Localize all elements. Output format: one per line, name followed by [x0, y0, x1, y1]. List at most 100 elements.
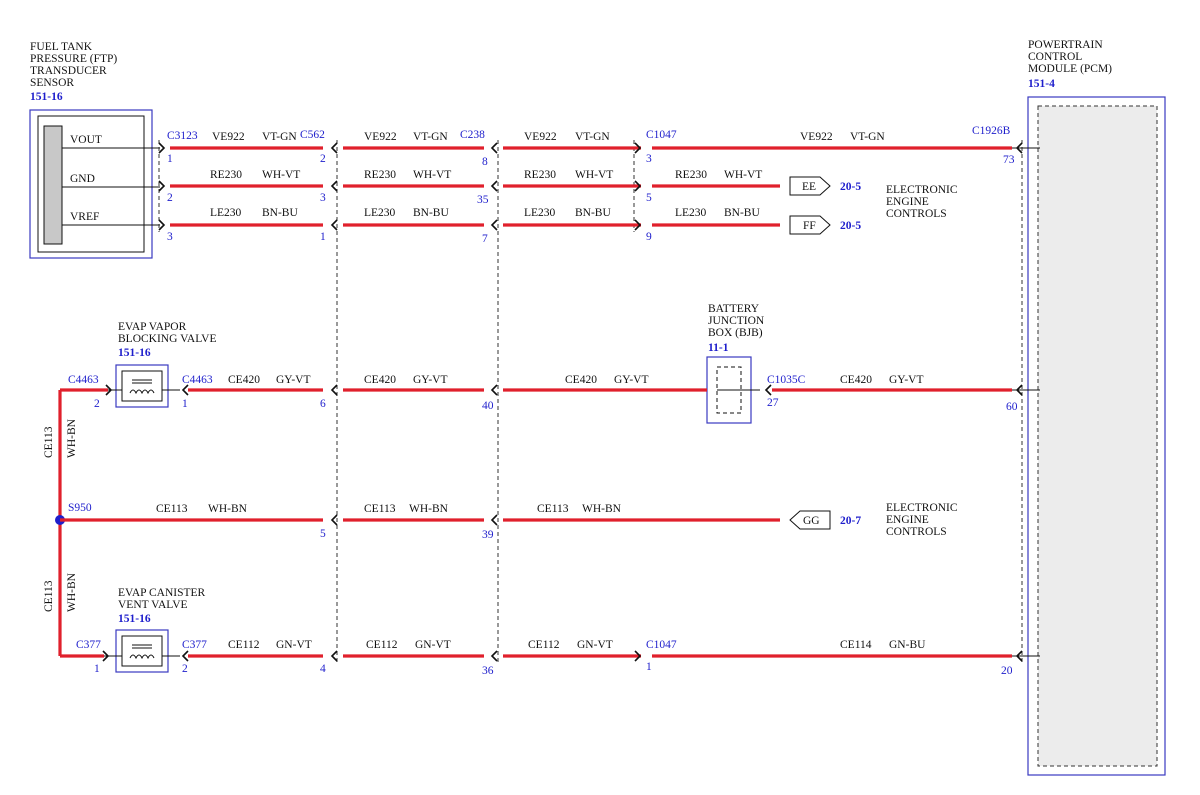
wire-circuit: CE112: [228, 639, 260, 651]
ftp-sensor-name-2: PRESSURE (FTP): [30, 53, 117, 65]
eec-mid-line-2: ENGINE: [886, 514, 929, 526]
connector-c1047-bottom: C1047: [646, 639, 677, 651]
wire-color: WH-BN: [409, 503, 449, 515]
wire-color: WH-BN: [66, 418, 78, 458]
terminal-chevron-icon: [490, 219, 498, 231]
offpage-ee[interactable]: EE 20-5: [789, 176, 861, 196]
connector-c238: C238: [460, 129, 485, 141]
pin-number: 1: [182, 398, 188, 410]
wire-color: WH-BN: [582, 503, 622, 515]
ftp-sensor-inner-box: [37, 115, 145, 253]
bjb-name-3: BOX (BJB): [708, 327, 763, 339]
ftp-sensor-element: [43, 125, 63, 245]
pin-number: 6: [320, 398, 326, 410]
terminal-chevron-icon: [490, 384, 498, 396]
wire-row-2[interactable]: RE230 WH-VT RE230 WH-VT RE230 WH-VT RE23…: [167, 169, 780, 206]
wire-color: VT-GN: [850, 131, 885, 143]
bjb-name-2: JUNCTION: [708, 315, 765, 327]
evap-block-name-1: EVAP VAPOR: [118, 321, 187, 333]
pin-number: 35: [477, 194, 489, 206]
connector-c3123: C3123: [167, 130, 198, 142]
pin-number: 3: [167, 231, 173, 243]
eec-top-line-2: ENGINE: [886, 196, 929, 208]
wire-color: GN-VT: [577, 639, 613, 651]
ftp-sensor-name-1: FUEL TANK: [30, 41, 93, 53]
wire-circuit: CE420: [364, 374, 396, 386]
terminal-chevron-icon: [158, 219, 166, 231]
terminal-chevron-icon: [330, 219, 338, 231]
wire-circuit: LE230: [524, 207, 556, 219]
terminal-chevron-icon: [181, 650, 189, 662]
terminal-chevron-icon: [158, 180, 166, 192]
wire-circuit: VE922: [800, 131, 833, 143]
wire-row-1[interactable]: C3123 C562 C238 C1047 C1926B VE922 VT-GN…: [167, 125, 1040, 168]
ftp-sensor[interactable]: FUEL TANK PRESSURE (FTP) TRANSDUCER SENS…: [29, 41, 160, 259]
wire-color: VT-GN: [575, 131, 610, 143]
evap-vent-name-1: EVAP CANISTER: [118, 587, 206, 599]
offpage-gg[interactable]: GG 20-7: [789, 510, 861, 530]
solenoid-coil-icon: [129, 379, 155, 395]
terminal-chevron-icon: [490, 650, 498, 662]
pin-number: 20: [1001, 665, 1013, 677]
pin-number: 2: [182, 663, 188, 675]
wire-row-6[interactable]: C377 C377 C1047 CE112 GN-VT CE112 GN-VT …: [60, 639, 1040, 677]
offpage-ref: 20-5: [840, 220, 861, 232]
connector-c4463-left: C4463: [68, 374, 99, 386]
evap-block-name-2: BLOCKING VALVE: [118, 333, 217, 345]
terminal-chevron-icon: [490, 514, 498, 526]
wire-circuit: CE112: [366, 639, 398, 651]
offpage-ff[interactable]: FF 20-5: [789, 215, 861, 235]
wire-color: WH-VT: [724, 169, 762, 181]
wire-circuit: RE230: [675, 169, 707, 181]
battery-junction-box[interactable]: BATTERY JUNCTION BOX (BJB) 11-1: [706, 303, 765, 424]
wire-color: BN-BU: [575, 207, 611, 219]
terminal-chevron-icon: [1015, 650, 1023, 662]
wire-circuit: CE113: [364, 503, 396, 515]
wire-circuit: LE230: [364, 207, 396, 219]
wire-color: GY-VT: [276, 374, 311, 386]
wire-circuit: LE230: [675, 207, 707, 219]
pcm-module[interactable]: POWERTRAIN CONTROL MODULE (PCM) 151-4: [1027, 39, 1166, 776]
terminal-chevron-icon: [490, 142, 498, 154]
terminal-chevron-icon: [764, 384, 772, 396]
pin-number: 9: [646, 231, 652, 243]
pin-number: 40: [482, 400, 494, 412]
wire-color: GY-VT: [413, 374, 448, 386]
wire-color: WH-VT: [413, 169, 451, 181]
wire-circuit: RE230: [524, 169, 556, 181]
wire-row-5[interactable]: CE113 WH-BN CE113 WH-BN CE113 WH-BN 5 39: [60, 503, 780, 541]
wire-color: VT-GN: [413, 131, 448, 143]
connector-c377-right: C377: [182, 639, 207, 651]
wire-row-3[interactable]: LE230 BN-BU LE230 BN-BU LE230 BN-BU LE23…: [167, 207, 780, 245]
pin-number: 36: [482, 665, 494, 677]
terminal-chevron-icon: [1015, 142, 1023, 154]
pin-label-vref: VREF: [70, 211, 99, 223]
wire-circuit: RE230: [210, 169, 242, 181]
wire-color: GN-VT: [415, 639, 451, 651]
connector-c4463-right: C4463: [182, 374, 213, 386]
pcm-inner-box: [1037, 105, 1158, 767]
eec-label-mid: ELECTRONIC ENGINE CONTROLS: [886, 502, 958, 538]
pin-number: 4: [320, 663, 326, 675]
wire-color: GN-VT: [276, 639, 312, 651]
pin-number: 1: [646, 661, 652, 673]
wire-circuit: VE922: [364, 131, 397, 143]
vertical-splice-wire[interactable]: S950 CE113 WH-BN CE113 WH-BN: [43, 390, 92, 656]
pcm-name-1: POWERTRAIN: [1028, 39, 1103, 51]
terminal-chevron-icon: [330, 514, 338, 526]
splice-s950: S950: [68, 502, 92, 514]
pcm-outer-box: [1027, 96, 1166, 776]
evap-blocking-valve[interactable]: EVAP VAPOR BLOCKING VALVE 151-16: [115, 321, 217, 408]
wire-circuit: CE114: [840, 639, 872, 651]
terminal-chevron-icon: [330, 650, 338, 662]
evap-vent-valve[interactable]: EVAP CANISTER VENT VALVE 151-16: [115, 587, 206, 673]
evap-block-outer-box: [115, 364, 169, 408]
wire-color: GY-VT: [889, 374, 924, 386]
connector-c1926b: C1926B: [972, 125, 1011, 137]
pin-number: 39: [482, 529, 494, 541]
wire-circuit: RE230: [364, 169, 396, 181]
wire-circuit: CE113: [43, 580, 55, 612]
wire-row-4[interactable]: C4463 C4463 C1035C CE420 GY-VT CE420 GY-…: [60, 374, 1040, 413]
wire-color: BN-BU: [724, 207, 760, 219]
bjb-name-1: BATTERY: [708, 303, 760, 315]
